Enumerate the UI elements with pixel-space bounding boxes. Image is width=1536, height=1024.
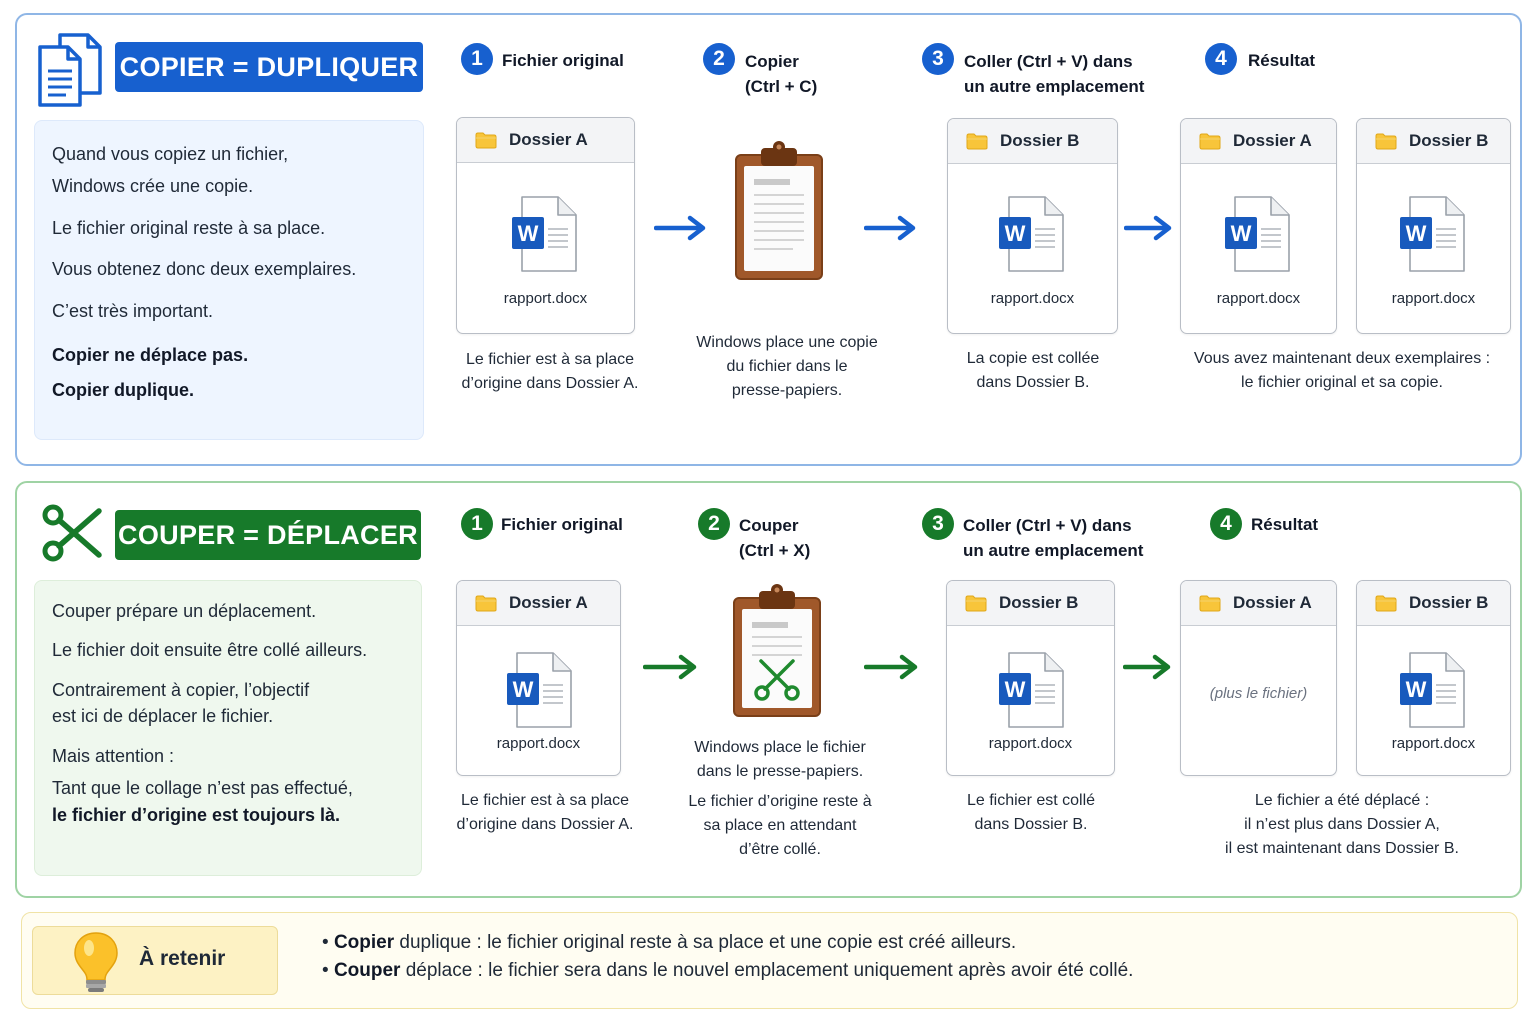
clipboard-scissors-icon [733, 584, 821, 717]
retain-panel: À retenir • Copier duplique : le fichier… [21, 912, 1518, 1009]
folder-icon [966, 133, 988, 150]
explain-line: Le fichier original reste à sa place. [52, 218, 326, 238]
step-label: Fichier original [502, 51, 624, 70]
file-name: rapport.docx [1216, 290, 1301, 307]
step-label: Résultat [1251, 515, 1319, 534]
step-number: 2 [703, 43, 735, 75]
retain-box: À retenir [32, 926, 278, 995]
folder-icon [475, 132, 497, 149]
empty-folder-note: (plus le fichier) [1209, 685, 1308, 702]
arrow-right-icon [864, 215, 916, 241]
step-label: Copier (Ctrl + C) [745, 52, 818, 96]
step-caption: Le fichier est à sa place d’origine dans… [461, 351, 639, 392]
retain-bullet-copy: • Copier duplique : le fichier original … [322, 932, 1017, 953]
step-label: Coller (Ctrl + V) dans un autre emplacem… [963, 516, 1144, 560]
folder-card-dossier-a[interactable]: Dossier A W rapport.docx [456, 580, 621, 776]
step-number: 1 [461, 508, 493, 540]
folder-card-dossier-a-empty[interactable]: Dossier A (plus le fichier) [1180, 580, 1337, 776]
arrow-right-icon [864, 654, 918, 680]
cut-explain-box: Couper prépare un déplacement. Le fichie… [34, 580, 422, 876]
scissors-icon [42, 504, 102, 562]
file-name: rapport.docx [1391, 735, 1476, 752]
folder-card-dossier-b[interactable]: Dossier B W rapport.docx [946, 580, 1115, 776]
explain-line: Couper prépare un déplacement. [52, 601, 317, 621]
svg-text:W: W [1005, 221, 1026, 246]
step-caption: Le fichier est à sa place d’origine dans… [456, 792, 634, 833]
lightbulb-icon [74, 932, 118, 992]
word-document-icon[interactable]: W [1400, 195, 1466, 278]
arrow-right-icon [1123, 654, 1171, 680]
folder-icon [1199, 133, 1221, 150]
svg-text:W: W [1406, 221, 1427, 246]
retain-bullet-cut: • Couper déplace : le fichier sera dans … [322, 960, 1134, 981]
file-name: rapport.docx [990, 290, 1075, 307]
explain-line: Tant que le collage n’est pas effectué, [52, 778, 353, 798]
explain-line-bold: Copier ne déplace pas. [52, 345, 249, 365]
arrow-right-icon [643, 654, 697, 680]
folder-card-dossier-b[interactable]: Dossier B W rapport.docx [947, 118, 1118, 334]
copy-panel: COPIER = DUPLIQUER Quand vous copiez un … [15, 13, 1522, 466]
folder-card-dossier-a[interactable]: Dossier A W rapport.docx [1180, 118, 1337, 334]
step-number: 3 [922, 508, 954, 540]
step-label: Résultat [1248, 51, 1316, 70]
step-caption: Windows place une copie du fichier dans … [696, 334, 878, 399]
file-name: rapport.docx [503, 290, 588, 307]
explain-line: Vous obtenez donc deux exemplaires. [52, 259, 357, 279]
step-number: 3 [922, 43, 954, 75]
step-caption: Windows place le fichier dans le presse-… [688, 739, 872, 858]
word-document-icon[interactable]: W [1225, 195, 1291, 278]
explain-line: Contrairement à copier, l’objectif [52, 680, 310, 700]
step-caption: La copie est collée dans Dossier B. [966, 350, 1100, 391]
folder-icon [965, 595, 987, 612]
svg-text:W: W [513, 677, 534, 702]
word-document-icon[interactable]: W [507, 651, 573, 734]
folder-card-dossier-b[interactable]: Dossier B W rapport.docx [1356, 118, 1511, 334]
word-document-icon[interactable]: W [999, 195, 1065, 278]
word-document-icon[interactable]: W [999, 651, 1065, 734]
explain-line-bold: le fichier d’origine est toujours là. [52, 805, 341, 825]
step-caption: Le fichier est collé dans Dossier B. [966, 792, 1096, 833]
svg-text:W: W [1406, 677, 1427, 702]
file-name: rapport.docx [1391, 290, 1476, 307]
documents-icon [38, 33, 102, 107]
explain-line: est ici de déplacer le fichier. [52, 706, 274, 726]
copy-title-badge: COPIER = DUPLIQUER [115, 42, 423, 92]
step-number: 4 [1205, 43, 1237, 75]
folder-icon [1375, 595, 1397, 612]
explain-line: Windows crée une copie. [52, 176, 254, 196]
step-caption: Vous avez maintenant deux exemplaires : … [1193, 350, 1491, 391]
copy-explain-box: Quand vous copiez un fichier, Windows cr… [34, 120, 424, 440]
svg-text:W: W [1231, 221, 1252, 246]
step-caption: Le fichier a été déplacé : il n’est plus… [1225, 792, 1459, 857]
svg-text:W: W [1005, 677, 1026, 702]
word-document-icon[interactable]: W [1400, 651, 1466, 734]
cut-panel: COUPER = DÉPLACER Couper prépare un dépl… [15, 481, 1522, 898]
file-name: rapport.docx [496, 735, 581, 752]
step-label: Couper (Ctrl + X) [739, 516, 811, 560]
folder-icon [1375, 133, 1397, 150]
file-name: rapport.docx [988, 735, 1073, 752]
step-number: 2 [698, 508, 730, 540]
explain-line: Mais attention : [52, 746, 175, 766]
step-number: 4 [1210, 508, 1242, 540]
arrow-right-icon [654, 215, 706, 241]
step-number: 1 [461, 43, 493, 75]
clipboard-icon [735, 141, 823, 280]
folder-icon [475, 595, 497, 612]
folder-card-dossier-b[interactable]: Dossier B W rapport.docx [1356, 580, 1511, 776]
folder-icon [1199, 595, 1221, 612]
step-label: Fichier original [501, 515, 623, 534]
retain-title: À retenir [139, 947, 226, 970]
arrow-right-icon [1124, 215, 1172, 241]
cut-title-badge: COUPER = DÉPLACER [115, 510, 421, 560]
explain-line-bold: Copier duplique. [52, 380, 194, 400]
explain-line: Quand vous copiez un fichier, [52, 144, 289, 164]
word-document-icon[interactable]: W [512, 195, 578, 278]
explain-line: C’est très important. [52, 301, 214, 321]
step-label: Coller (Ctrl + V) dans un autre emplacem… [964, 52, 1145, 96]
explain-line: Le fichier doit ensuite être collé aille… [52, 640, 368, 660]
svg-text:W: W [518, 221, 539, 246]
folder-card-dossier-a[interactable]: Dossier A W rapport.docx [456, 117, 635, 334]
